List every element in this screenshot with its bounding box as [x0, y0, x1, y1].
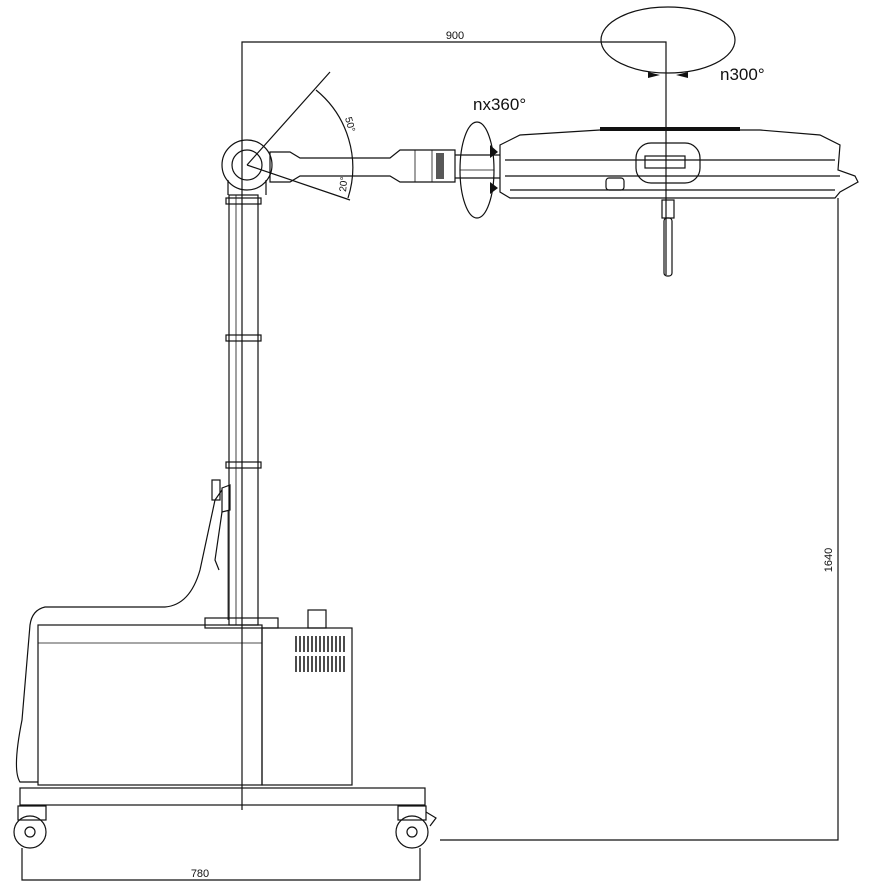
dimension-1640: 1640 [440, 198, 839, 841]
control-box [261, 609, 353, 786]
lamp-head [499, 127, 859, 277]
wheel-left [13, 805, 47, 849]
dimension-780: 780 [21, 848, 421, 881]
arm [269, 145, 500, 194]
pillar [225, 194, 262, 626]
head-rotation-indicator: n300° [600, 6, 765, 84]
arm-rotation-label: nx360° [473, 95, 526, 114]
arm-joint [221, 139, 273, 195]
dimension-label-780: 780 [191, 868, 209, 880]
arm-angle-sector: 50° 20° [246, 71, 357, 201]
vent-grille [295, 636, 345, 672]
wheel-right [395, 805, 437, 849]
dimension-label-900: 900 [446, 30, 464, 42]
dimension-900: 900 [241, 30, 667, 810]
rotation-arrow-icon [648, 72, 688, 78]
angle-up-label: 50° [342, 116, 357, 133]
angle-down-label: 20° [338, 176, 350, 192]
head-rotation-label: n300° [720, 65, 765, 84]
arm-rotation-indicator: nx360° [459, 95, 526, 219]
base-plate [19, 787, 426, 806]
cable [15, 479, 231, 783]
dimension-label-1640: 1640 [823, 548, 835, 572]
